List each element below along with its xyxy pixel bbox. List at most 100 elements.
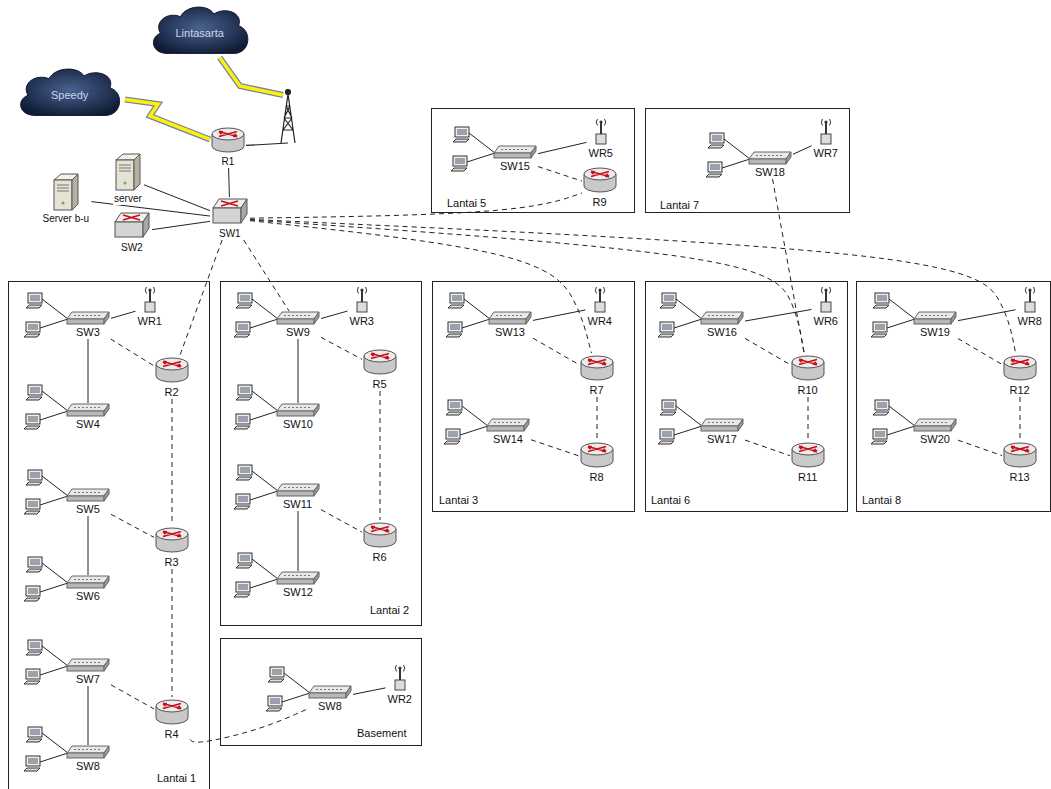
wireless-router-symbol: [1022, 286, 1038, 314]
device-label: R13: [1009, 471, 1031, 484]
pc-monitor: [662, 293, 676, 303]
network-link: [152, 221, 210, 229]
link-line: [298, 339, 299, 403]
switch-top: [67, 312, 109, 319]
pc-monitor: [236, 322, 250, 332]
router-top: [156, 528, 188, 540]
link-line: [88, 516, 89, 575]
device-label: SW9: [285, 326, 311, 339]
pc-monitor: [448, 322, 462, 332]
ap-waves: [821, 287, 831, 294]
pc-icon: [446, 322, 462, 337]
switch-side: [951, 419, 956, 431]
ap-tip: [824, 288, 827, 291]
switch-side: [951, 312, 956, 324]
network-link: [538, 142, 587, 153]
pc-monitor: [28, 727, 42, 737]
server-symbol: [114, 152, 142, 192]
ap-base: [596, 134, 606, 144]
switch-symbol: [913, 418, 957, 432]
switch-side: [104, 404, 109, 416]
switch-symbol: [276, 483, 320, 497]
network-link: [321, 311, 348, 318]
floor-area: Lantai 7SW18WR7: [645, 108, 850, 213]
ap-tip: [360, 288, 363, 291]
floor-area: Lantai 1SW3WR1R2SW4SW5R3SW6SW7R4SW8: [8, 281, 210, 789]
pc-screen: [240, 295, 250, 301]
server-symbol: [52, 172, 80, 212]
pc-screen: [238, 416, 248, 422]
switch-side: [738, 312, 743, 324]
switch-top: [277, 484, 319, 491]
switch-symbol: [66, 575, 110, 589]
dashed-link: [111, 339, 154, 366]
switch: SW14: [485, 418, 531, 446]
floor-label: Lantai 7: [659, 199, 700, 212]
pc-monitor: [28, 470, 42, 480]
wireless-router: WR2: [386, 664, 415, 706]
device-label: WR1: [137, 315, 163, 328]
pc-keyboard: [660, 305, 676, 308]
dashed-link: [250, 193, 582, 218]
switch-symbol: [66, 403, 110, 417]
wireless-link-outline: [220, 58, 283, 96]
device-label: SW10: [282, 418, 314, 431]
core-switch-symbol: [211, 197, 249, 227]
pc-screen: [450, 402, 460, 408]
router: R4: [154, 697, 190, 741]
dashed-link: [250, 220, 804, 353]
switch-top: [67, 489, 109, 496]
pc-keyboard: [236, 477, 252, 480]
pc-keyboard: [26, 305, 42, 308]
switch-symbol: [66, 745, 110, 759]
pc-monitor: [28, 640, 42, 650]
device-label: SW12: [282, 586, 314, 599]
router-arrows: [1011, 447, 1029, 452]
switch: SW5: [65, 488, 111, 516]
router-symbol: [791, 440, 825, 470]
pc-icon: [660, 293, 676, 308]
pc-screen: [452, 295, 462, 301]
device-label: R5: [372, 378, 388, 391]
pc-icon: [234, 414, 250, 429]
pc-cable: [462, 406, 488, 426]
device-label: Server b-u: [42, 213, 91, 225]
pc-icon: [24, 669, 40, 684]
pc-cable: [42, 563, 68, 583]
tower-top: [286, 90, 291, 95]
switch-symbol: [493, 145, 537, 159]
network-link: [298, 511, 299, 571]
pc-monitor: [28, 385, 42, 395]
pc-screen: [30, 559, 40, 565]
pc-keyboard: [234, 426, 250, 429]
pc-monitor: [875, 400, 889, 410]
pc-icon: [658, 322, 674, 337]
switch-top: [309, 686, 351, 693]
switch-front: [67, 583, 104, 588]
pc-cable: [40, 496, 68, 505]
wireless-router: WR8: [1016, 286, 1045, 328]
wireless-router-symbol: [592, 286, 608, 314]
device-label: R4: [164, 728, 180, 741]
ap-tip: [148, 288, 151, 291]
wireless-link: [125, 100, 210, 140]
switch-front: [487, 426, 524, 431]
pc-keyboard: [708, 145, 724, 148]
device-label: SW3: [75, 326, 101, 339]
floor-area: Lantai 5SW15WR5R9: [431, 108, 635, 213]
pc-icon: [446, 400, 462, 415]
device-label: R6: [372, 551, 388, 564]
wireless-router-symbol: [818, 118, 834, 146]
pc-monitor: [873, 429, 887, 439]
switch-top: [277, 572, 319, 579]
pc-monitor: [26, 586, 40, 596]
network-link: [125, 100, 210, 140]
network-link: [228, 168, 230, 197]
switch-side: [346, 686, 351, 698]
pc-icon: [453, 127, 469, 142]
device-label: R12: [1009, 384, 1031, 397]
pc-screen: [30, 729, 40, 735]
router-top: [364, 523, 396, 535]
pc-keyboard: [660, 412, 676, 415]
router-arrows: [163, 362, 181, 367]
